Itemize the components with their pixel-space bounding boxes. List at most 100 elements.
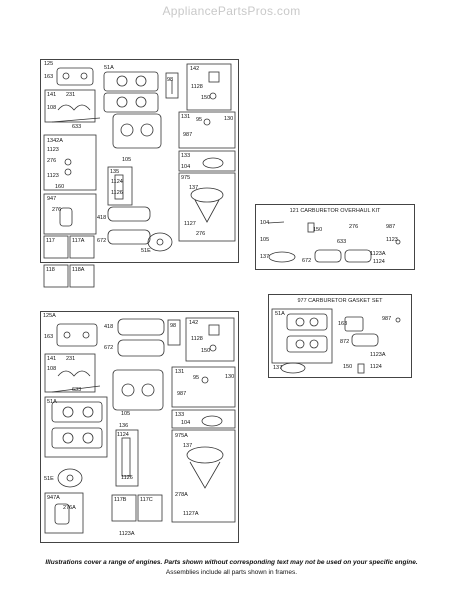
label-135: 135 (110, 169, 120, 175)
label-105: 105 (122, 157, 132, 163)
kit977-150: 150 (343, 364, 353, 370)
kit-121-title: 121 CARBURETOR OVERHAUL KIT (289, 208, 381, 214)
label-276c: 276 (196, 231, 206, 237)
label-137-b: 137 (183, 443, 193, 449)
kit977-987: 987 (382, 316, 392, 322)
label-130-b: 130 (225, 374, 235, 380)
label-150: 150 (201, 95, 211, 101)
label-1127a-b: 1127A (183, 511, 199, 517)
label-104: 104 (181, 164, 191, 170)
kit121-987: 987 (386, 224, 396, 230)
label-975a-b: 975A (175, 433, 188, 439)
label-987-b: 987 (177, 391, 187, 397)
kit977-51a: 51A (275, 311, 285, 317)
label-142: 142 (190, 66, 200, 72)
label-141: 141 (47, 92, 57, 98)
label-1123: 1123 (47, 147, 59, 153)
label-1128: 1128 (191, 84, 203, 90)
label-95: 95 (196, 117, 203, 123)
kit121-105: 105 (260, 237, 270, 243)
label-418-b: 418 (104, 324, 114, 330)
label-104-b: 104 (181, 420, 191, 426)
label-1127: 1127 (184, 221, 196, 227)
kit-977-frame (268, 294, 412, 378)
footer-assemblies-note: Assemblies include all parts shown in fr… (165, 569, 298, 576)
label-231: 231 (66, 92, 76, 98)
kit977-163: 163 (338, 321, 348, 327)
label-51e-b: 51E (44, 476, 54, 482)
label-947: 947 (47, 196, 57, 202)
kit977-1123a: 1123A (370, 352, 386, 358)
label-141-b: 141 (47, 356, 57, 362)
label-51a: 51A (104, 65, 114, 71)
label-163-b: 163 (44, 334, 54, 340)
label-125: 125 (44, 61, 54, 67)
label-231-b: 231 (66, 356, 76, 362)
kit977-872: 872 (340, 339, 350, 345)
label-105-b: 105 (121, 411, 131, 417)
label-117b-b: 117B (114, 497, 127, 503)
footer-note: Illustrations cover a range of engines. … (45, 559, 418, 566)
label-136-b: 136 (119, 423, 129, 429)
label-117: 117 (46, 238, 55, 244)
label-150-b: 150 (201, 348, 211, 354)
label-51e: 51E (141, 248, 151, 254)
kit121-104: 104 (260, 220, 270, 226)
label-1342a: 1342A (47, 138, 63, 144)
kit-121-frame (255, 204, 415, 270)
label-975: 975 (181, 175, 191, 181)
label-117c-b: 117C (140, 497, 153, 503)
label-947a-b: 947A (47, 495, 60, 501)
label-108-b: 108 (47, 366, 57, 372)
label-137: 137 (189, 185, 199, 191)
kit121-672: 672 (302, 258, 312, 264)
label-633-b: 633 (72, 387, 82, 393)
label-276a-b: 276A (63, 505, 76, 511)
label-163: 163 (44, 74, 54, 80)
label-1126-b: 1126 (121, 475, 133, 481)
label-672-b: 672 (104, 345, 114, 351)
kit121-276: 276 (349, 224, 359, 230)
label-108: 108 (47, 105, 57, 111)
label-98-b: 98 (170, 323, 177, 329)
kit977-1124: 1124 (370, 364, 382, 370)
label-1126: 1126 (111, 190, 123, 196)
label-125a: 125A (43, 313, 56, 319)
watermark: AppliancePartsPros.com (162, 4, 301, 18)
upper-assembly-frame (40, 59, 239, 263)
label-278a-b: 278A (175, 492, 188, 498)
kit121-137: 137 (260, 254, 270, 260)
label-1128-b: 1128 (191, 336, 203, 342)
label-117a: 117A (72, 238, 85, 244)
kit121-633: 633 (337, 239, 347, 245)
label-1124-b: 1124 (117, 432, 129, 438)
label-130: 130 (224, 116, 234, 122)
kit121-150: 150 (313, 227, 323, 233)
kit121-1124: 1124 (373, 259, 385, 265)
label-1124: 1124 (111, 179, 123, 185)
label-276b: 276 (52, 207, 62, 213)
label-1123a-b: 1123A (119, 531, 135, 537)
label-160: 160 (55, 184, 65, 190)
label-633: 633 (72, 124, 82, 130)
label-98: 98 (167, 77, 174, 83)
label-118: 118 (46, 267, 55, 273)
label-133-b: 133 (175, 412, 185, 418)
label-51a-b: 51A (47, 399, 57, 405)
label-131: 131 (181, 114, 191, 120)
label-276: 276 (47, 158, 57, 164)
kit977-137: 137 (273, 365, 283, 371)
kit121-1123: 1123 (386, 237, 398, 243)
label-118a: 118A (72, 267, 85, 273)
label-131-b: 131 (175, 369, 185, 375)
label-142-b: 142 (189, 320, 199, 326)
label-987: 987 (183, 132, 193, 138)
label-418: 418 (97, 215, 107, 221)
lower-assembly-frame (40, 311, 239, 543)
kit-977-title: 977 CARBURETOR GASKET SET (297, 298, 383, 304)
kit121-1123a: 1123A (370, 251, 386, 257)
